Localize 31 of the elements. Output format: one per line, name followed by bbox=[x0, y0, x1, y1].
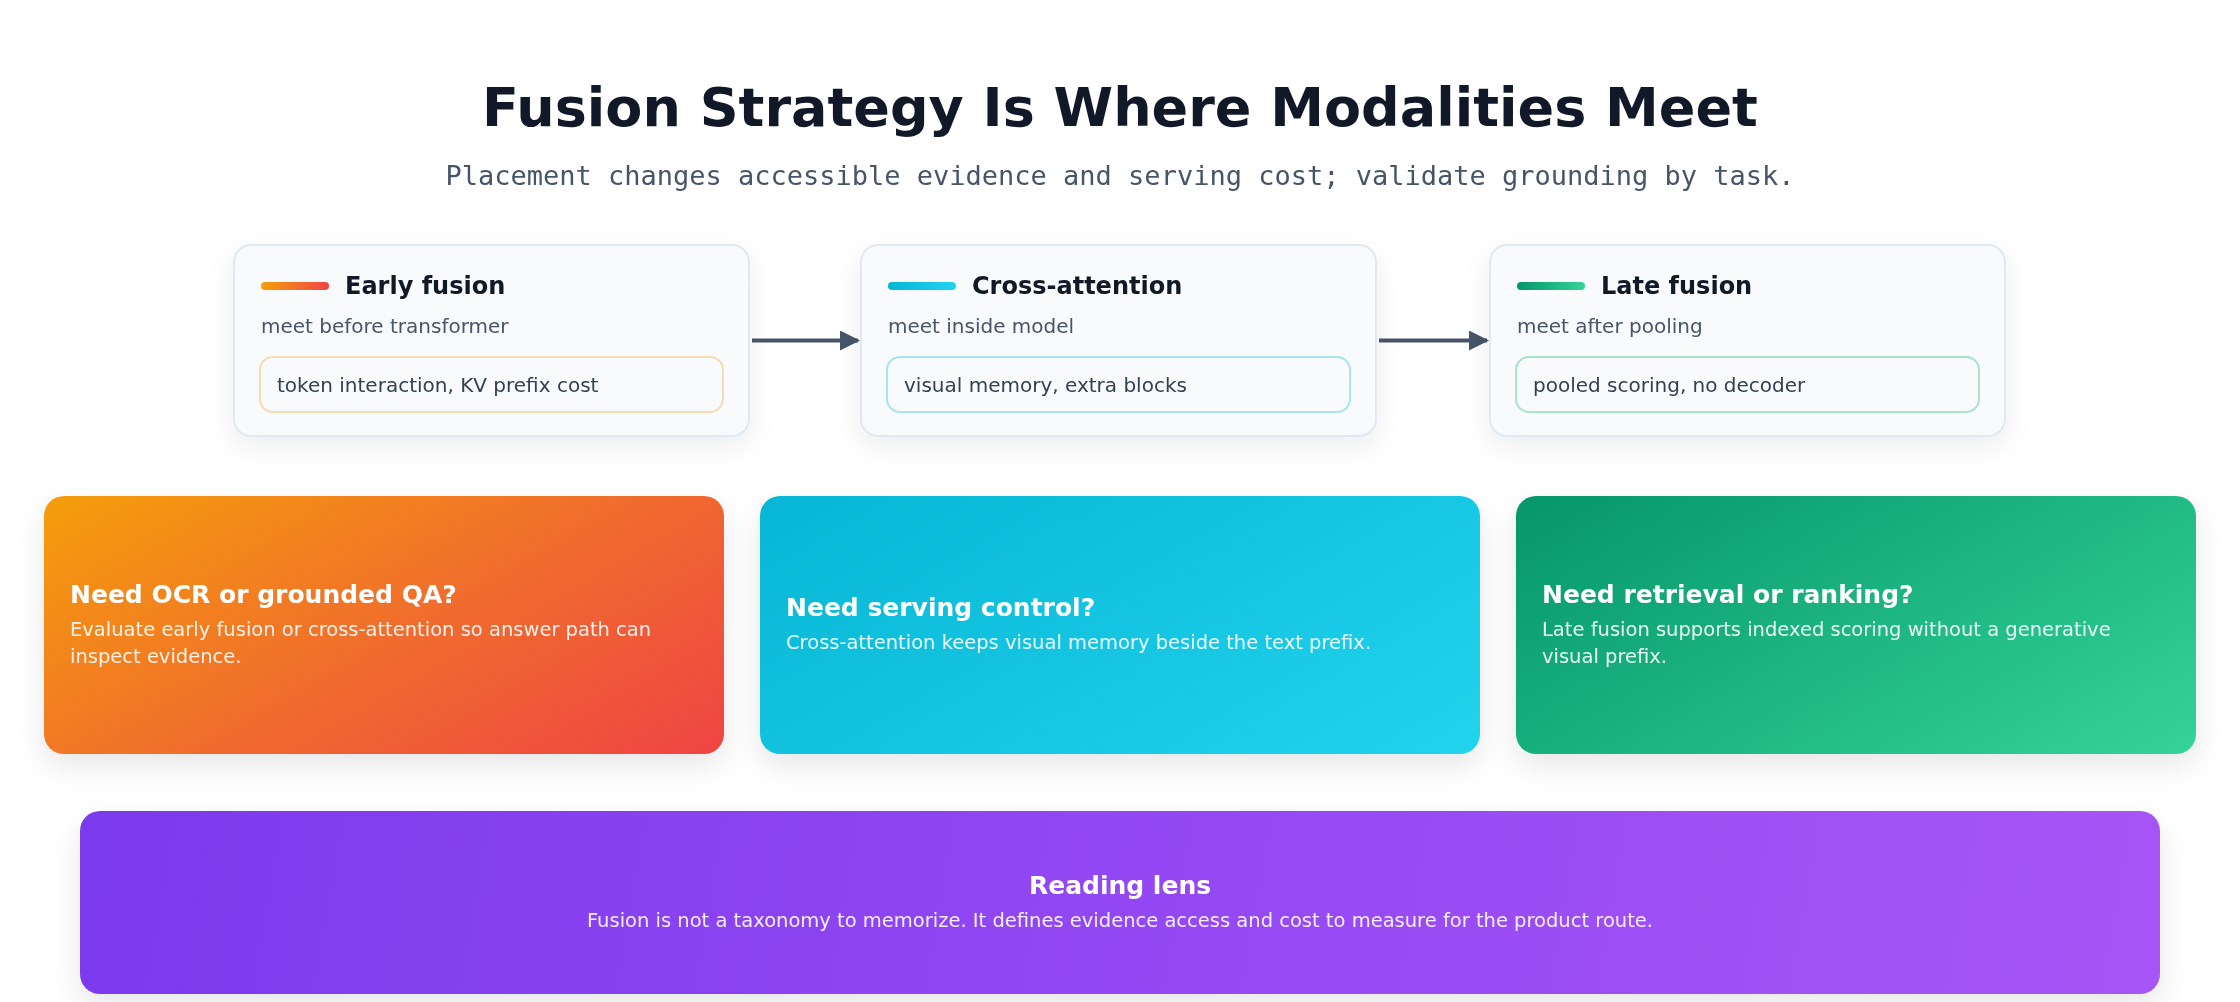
tradeoff-box bbox=[259, 356, 724, 413]
tradeoff-box bbox=[1515, 356, 1980, 413]
stage-card bbox=[233, 244, 750, 437]
decision-card bbox=[760, 496, 1480, 754]
card-heading: Early fusion bbox=[345, 272, 506, 300]
card-heading: Reading lens bbox=[1028, 870, 1212, 900]
subtitle: Placement changes accessible evidence and serving cost; validate grounding by task. bbox=[444, 160, 1796, 191]
card-heading: Need retrieval or ranking? bbox=[1542, 580, 1915, 610]
card-body: Evaluate early fusion or cross-attention so answer path can inspect evidence. bbox=[70, 617, 653, 670]
arrow bbox=[1379, 330, 1489, 351]
title: Fusion Strategy Is Where Modalities Meet bbox=[481, 76, 1759, 139]
tradeoff-text: pooled scoring, no decoder bbox=[1533, 372, 1806, 397]
card-body: Cross-attention keeps visual memory beside the text prefix. bbox=[786, 630, 1373, 657]
card-heading: Late fusion bbox=[1601, 272, 1753, 300]
tradeoff-text: visual memory, extra blocks bbox=[904, 372, 1187, 397]
stage-card bbox=[860, 244, 1377, 437]
card-subtitle: meet after pooling bbox=[1517, 314, 1704, 338]
card-heading: Need OCR or grounded QA? bbox=[70, 580, 458, 610]
card-body: Fusion is not a taxonomy to memorize. It defines evidence access and cost to measure for the product route. bbox=[586, 907, 1653, 934]
card-subtitle: meet before transformer bbox=[261, 314, 510, 338]
card-subtitle: meet inside model bbox=[888, 314, 1076, 338]
note-banner bbox=[80, 811, 2160, 994]
card-heading: Cross-attention bbox=[972, 272, 1183, 300]
arrow bbox=[752, 330, 860, 351]
tradeoff-text: token interaction, KV prefix cost bbox=[277, 372, 599, 397]
stage-card bbox=[1489, 244, 2006, 437]
decision-card bbox=[1516, 496, 2196, 754]
card-body: Late fusion supports indexed scoring without a generative visual prefix. bbox=[1542, 617, 2112, 670]
decision-card bbox=[44, 496, 724, 754]
tradeoff-box bbox=[886, 356, 1351, 413]
card-heading: Need serving control? bbox=[786, 593, 1097, 623]
